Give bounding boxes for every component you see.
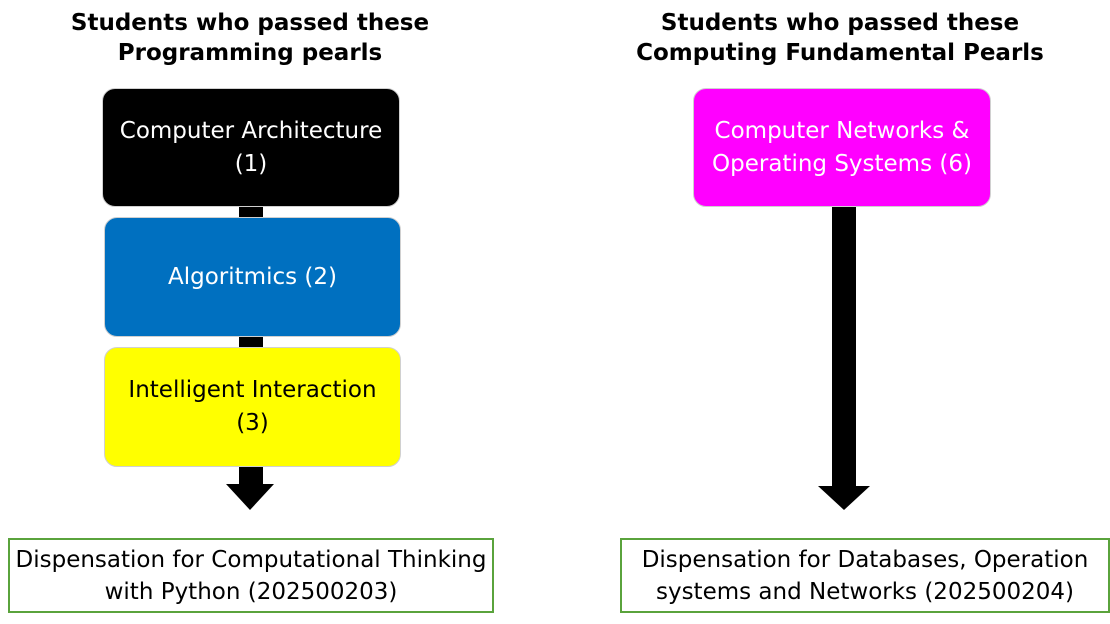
left-title-line1: Students who passed these [70, 10, 430, 36]
right-title-line2: Computing Fundamental Pearls [636, 40, 1044, 66]
dispensation-box-computational-thinking: Dispensation for Computational Thinking … [8, 538, 494, 613]
dispensation-line2: systems and Networks (202500204) [655, 578, 1074, 605]
right-title-line1: Students who passed these [660, 10, 1020, 36]
left-column-title: Students who passed these Programming pe… [40, 8, 460, 68]
pearl-box-computer-architecture: Computer Architecture (1) [102, 88, 400, 207]
dispensation-line1: Dispensation for Computational Thinking [15, 546, 487, 573]
pearl-box-algoritmics: Algoritmics (2) [104, 217, 401, 337]
right-arrowhead [818, 486, 870, 510]
dispensation-line1: Dispensation for Databases, Operation [641, 546, 1089, 573]
pearl-box-label-2: Operating Systems (6) [712, 150, 972, 177]
pearl-box-number: (3) [236, 410, 269, 436]
left-arrowhead [226, 484, 274, 510]
left-title-line2: Programming pearls [117, 40, 383, 66]
pearl-box-label: Computer Architecture [119, 117, 383, 144]
pearl-box-label: Intelligent Interaction [128, 377, 377, 403]
dispensation-box-databases-networks: Dispensation for Databases, Operation sy… [620, 538, 1110, 613]
pearl-box-intelligent-interaction: Intelligent Interaction (3) [104, 347, 401, 467]
pearl-box-label: Algoritmics (2) [168, 263, 337, 290]
right-arrow-shaft [832, 207, 856, 487]
pearl-box-label: Computer Networks & [714, 117, 970, 144]
pearl-box-number: (1) [234, 150, 268, 177]
pearl-box-networks-operating-systems: Computer Networks & Operating Systems (6… [693, 88, 991, 207]
right-column-title: Students who passed these Computing Fund… [630, 8, 1050, 68]
dispensation-line2: with Python (202500203) [104, 578, 398, 605]
